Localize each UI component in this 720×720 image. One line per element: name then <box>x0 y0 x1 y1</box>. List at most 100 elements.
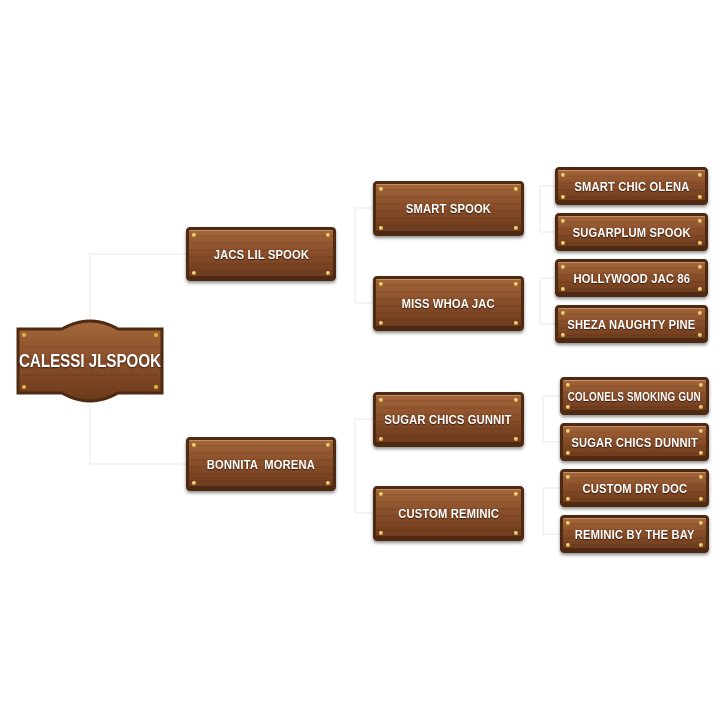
nail-icon <box>561 311 565 315</box>
nail-icon <box>698 173 702 177</box>
sire-dam-name: MISS WHOA JAC <box>401 296 496 311</box>
connector-root-dam <box>89 402 186 465</box>
connector-sire-ss <box>354 207 373 254</box>
nail-icon <box>699 497 703 501</box>
sire-sign: JACS LIL SPOOK <box>186 227 336 281</box>
nail-icon <box>561 333 565 337</box>
sire-sire-sire-sign: SMART CHIC OLENA <box>555 167 708 205</box>
sire-dam-sire-name: HOLLYWOOD JAC 86 <box>573 270 690 286</box>
sire-dam-dam-sign: SHEZA NAUGHTY PINE <box>555 305 708 343</box>
nail-icon <box>561 173 565 177</box>
dam-sire-dam-sign: SUGAR CHICS DUNNIT <box>560 423 709 461</box>
nail-icon <box>561 241 565 245</box>
nail-icon <box>699 429 703 433</box>
nail-icon <box>192 443 196 447</box>
nail-icon <box>699 475 703 479</box>
sire-sire-dam-name: SUGARPLUM SPOOK <box>572 224 691 240</box>
nail-icon <box>698 219 702 223</box>
connector-ds-dsd <box>542 419 560 443</box>
sire-dam-sign: MISS WHOA JAC <box>373 276 524 331</box>
dam-dam-sire-sign: CUSTOM DRY DOC <box>560 469 709 507</box>
sire-name: JACS LIL SPOOK <box>213 246 309 262</box>
dam-sire-sign: SUGAR CHICS GUNNIT <box>373 392 524 447</box>
nail-icon <box>192 481 196 485</box>
dam-sire-sire-name: COLONELS SMOKING GUN <box>567 388 702 404</box>
sire-sire-sire-name: SMART CHIC OLENA <box>573 178 690 194</box>
nail-icon <box>379 187 383 191</box>
connector-sd-sds <box>539 277 555 303</box>
connector-sd-sdd <box>539 303 555 325</box>
nail-icon <box>192 271 196 275</box>
nail-icon <box>566 429 570 433</box>
nail-icon <box>514 282 518 286</box>
dam-sire-dam-name: SUGAR CHICS DUNNIT <box>571 434 698 450</box>
connector-dd-ddd <box>542 513 560 535</box>
dam-dam-dam-name: REMINIC BY THE BAY <box>574 526 695 542</box>
nail-icon <box>326 271 330 275</box>
nail-icon <box>561 287 565 291</box>
nail-icon <box>514 226 518 230</box>
connector-dam-dd <box>354 464 373 514</box>
connector-ss-ssd <box>539 208 555 233</box>
connector-sire-sd <box>354 254 373 304</box>
nail-icon <box>698 241 702 245</box>
nail-icon <box>566 497 570 501</box>
nail-icon <box>566 475 570 479</box>
nail-icon <box>699 543 703 547</box>
connector-dd-dds <box>542 487 560 513</box>
nail-icon <box>379 437 383 441</box>
nail-icon <box>698 265 702 269</box>
connector-root-sire <box>89 253 186 320</box>
sire-sire-dam-sign: SUGARPLUM SPOOK <box>555 213 708 251</box>
dam-dam-sire-name: CUSTOM DRY DOC <box>582 480 687 496</box>
dam-sign: BONNITA MORENA <box>186 437 336 491</box>
nail-icon <box>566 451 570 455</box>
sire-dam-sire-sign: HOLLYWOOD JAC 86 <box>555 259 708 297</box>
dam-sire-name: SUGAR CHICS GUNNIT <box>384 412 513 427</box>
sire-sire-sign: SMART SPOOK <box>373 181 524 236</box>
horse-name: CALESSI JLSPOOK <box>19 350 161 371</box>
nail-icon <box>566 405 570 409</box>
dam-dam-name: CUSTOM REMINIC <box>398 506 499 521</box>
nail-icon <box>561 265 565 269</box>
nail-icon <box>514 492 518 496</box>
nail-icon <box>698 195 702 199</box>
nail-icon <box>514 187 518 191</box>
sire-dam-dam-name: SHEZA NAUGHTY PINE <box>567 316 696 332</box>
nail-icon <box>379 321 383 325</box>
nail-icon <box>566 543 570 547</box>
nail-icon <box>698 333 702 337</box>
nail-icon <box>379 226 383 230</box>
nail-icon <box>514 531 518 535</box>
nail-icon <box>566 383 570 387</box>
dam-dam-dam-sign: REMINIC BY THE BAY <box>560 515 709 553</box>
nail-icon <box>192 233 196 237</box>
nail-icon <box>379 531 383 535</box>
connector-ds-dss <box>542 395 560 419</box>
nail-icon <box>326 481 330 485</box>
nail-icon <box>699 383 703 387</box>
sire-sire-name: SMART SPOOK <box>405 201 492 216</box>
root-sign-board <box>16 319 164 403</box>
nail-icon <box>566 521 570 525</box>
connector-ss-sss <box>539 185 555 208</box>
nail-icon <box>561 219 565 223</box>
nail-icon <box>379 492 383 496</box>
nail-icon <box>699 451 703 455</box>
nail-icon <box>326 233 330 237</box>
nail-icon <box>379 282 383 286</box>
nail-icon <box>514 437 518 441</box>
nail-icon <box>698 287 702 291</box>
nail-icon <box>698 311 702 315</box>
dam-dam-sign: CUSTOM REMINIC <box>373 486 524 541</box>
nail-icon <box>699 405 703 409</box>
nail-icon <box>699 521 703 525</box>
dam-name: BONNITA MORENA <box>206 456 316 472</box>
nail-icon <box>514 321 518 325</box>
nail-icon <box>561 195 565 199</box>
horse-name-sign: CALESSI JLSPOOK <box>14 317 166 405</box>
nail-icon <box>379 398 383 402</box>
nail-icon <box>514 398 518 402</box>
